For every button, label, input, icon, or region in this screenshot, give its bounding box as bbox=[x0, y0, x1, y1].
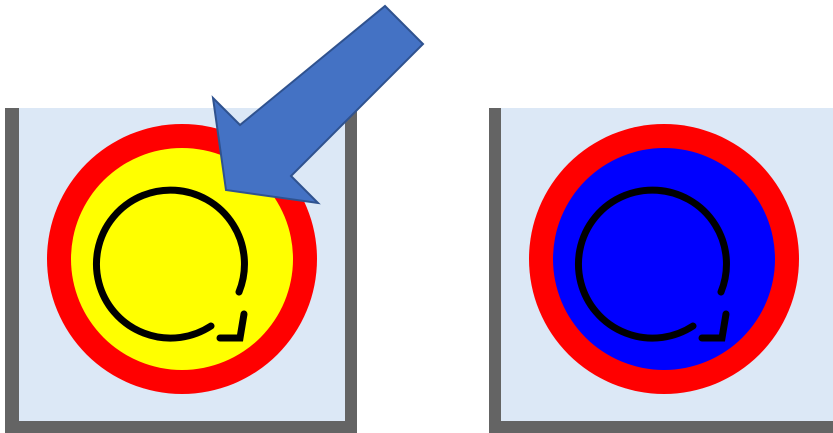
button-frame-left-edge bbox=[489, 108, 501, 433]
refresh-button-right[interactable] bbox=[489, 108, 833, 433]
button-frame-left-edge bbox=[5, 108, 19, 433]
button-frame-bottom-edge bbox=[5, 421, 357, 433]
button-frame-bottom-edge bbox=[489, 421, 833, 433]
button-frame-right-edge bbox=[345, 108, 357, 433]
